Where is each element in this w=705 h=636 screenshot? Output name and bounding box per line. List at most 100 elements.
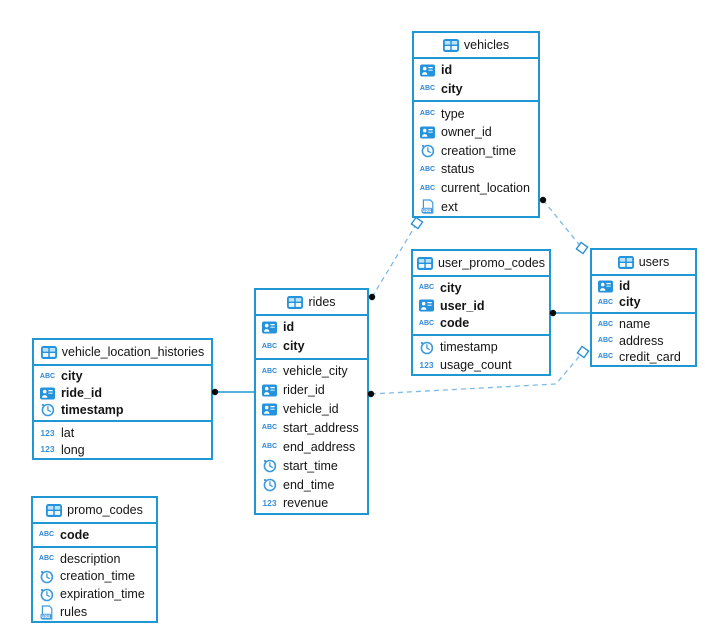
person-id-badge-icon: [39, 387, 56, 400]
clock-timestamp-icon: [418, 340, 435, 355]
column-name: vehicle_city: [283, 364, 348, 379]
column-name: type: [441, 106, 465, 121]
column-name: end_address: [283, 439, 356, 454]
person-id-badge-icon: [419, 126, 436, 139]
column-row-timestamp[interactable]: timestamp: [413, 338, 549, 356]
123-numeric-type-icon: 123: [40, 444, 55, 455]
column-name: user_id: [440, 298, 485, 313]
column-name: lat: [61, 425, 75, 440]
svg-text:JSON: JSON: [422, 209, 432, 213]
column-row-creation_time[interactable]: creation_time: [33, 568, 156, 586]
relationship-line-rides-vehicles[interactable]: [371, 222, 418, 298]
abc-text-type-icon: ABC: [597, 353, 614, 361]
table-header-rides[interactable]: rides: [256, 290, 367, 316]
clock-timestamp-icon: [261, 458, 278, 473]
column-row-id[interactable]: id: [256, 318, 367, 337]
column-name: status: [441, 162, 475, 177]
column-row-id[interactable]: id: [592, 278, 695, 294]
table-header-vehicles[interactable]: vehicles: [414, 33, 538, 59]
column-name: start_address: [283, 420, 359, 435]
column-row-start_time[interactable]: start_time: [256, 456, 367, 475]
column-row-city[interactable]: ABC city: [34, 368, 211, 385]
table-title: user_promo_codes: [437, 256, 545, 270]
relationship-line-vehicles-users[interactable]: [542, 199, 583, 249]
column-row-rider_id[interactable]: rider_id: [256, 381, 367, 400]
table-title: vehicles: [463, 38, 510, 52]
column-row-creation_time[interactable]: creation_time: [414, 142, 538, 161]
table-grid-icon: [287, 295, 304, 309]
column-name: city: [61, 369, 83, 384]
column-name: owner_id: [441, 125, 492, 140]
column-row-ride_id[interactable]: ride_id: [34, 385, 211, 402]
column-name: id: [441, 63, 453, 78]
table-grid-icon: [46, 503, 63, 517]
clock-timestamp-icon: [261, 477, 278, 492]
column-name: creation_time: [60, 569, 136, 584]
column-row-end_address[interactable]: ABC end_address: [256, 437, 367, 456]
table-header-promo_codes[interactable]: promo_codes: [33, 498, 156, 524]
clock-timestamp-icon: [419, 143, 436, 158]
table-grid-icon: [617, 255, 634, 269]
column-row-owner_id[interactable]: owner_id: [414, 123, 538, 142]
column-name: code: [60, 527, 90, 542]
column-name: creation_time: [441, 143, 517, 158]
abc-text-type-icon: ABC: [419, 184, 436, 192]
column-name: start_time: [283, 458, 338, 473]
person-id-badge-icon: [418, 299, 435, 312]
column-row-expiration_time[interactable]: expiration_time: [33, 585, 156, 603]
column-row-user_id[interactable]: user_id: [413, 297, 549, 315]
table-header-users[interactable]: users: [592, 250, 695, 276]
abc-text-type-icon: ABC: [38, 555, 55, 563]
person-id-badge-icon: [419, 64, 436, 77]
column-name: expiration_time: [60, 587, 145, 602]
clock-timestamp-icon: [39, 402, 56, 417]
table-header-vehicle_location_histories[interactable]: vehicle_location_histories: [34, 340, 211, 366]
table-header-user_promo_codes[interactable]: user_promo_codes: [413, 251, 549, 277]
abc-text-type-icon: ABC: [39, 372, 56, 380]
column-row-timestamp[interactable]: timestamp: [34, 402, 211, 419]
clock-timestamp-icon: [38, 569, 55, 584]
column-row-id[interactable]: id: [414, 61, 538, 80]
person-id-badge-icon: [597, 280, 614, 293]
column-name: city: [619, 295, 641, 310]
relationship-diamond-marker: [410, 216, 424, 230]
column-name: id: [619, 279, 631, 294]
column-row-start_address[interactable]: ABC start_address: [256, 418, 367, 437]
abc-text-type-icon: ABC: [261, 424, 278, 432]
column-row-end_time[interactable]: end_time: [256, 475, 367, 494]
abc-text-type-icon: ABC: [261, 342, 278, 350]
person-id-badge-icon: [261, 384, 278, 397]
abc-text-type-icon: ABC: [261, 443, 278, 451]
column-row-vehicle_id[interactable]: vehicle_id: [256, 400, 367, 419]
